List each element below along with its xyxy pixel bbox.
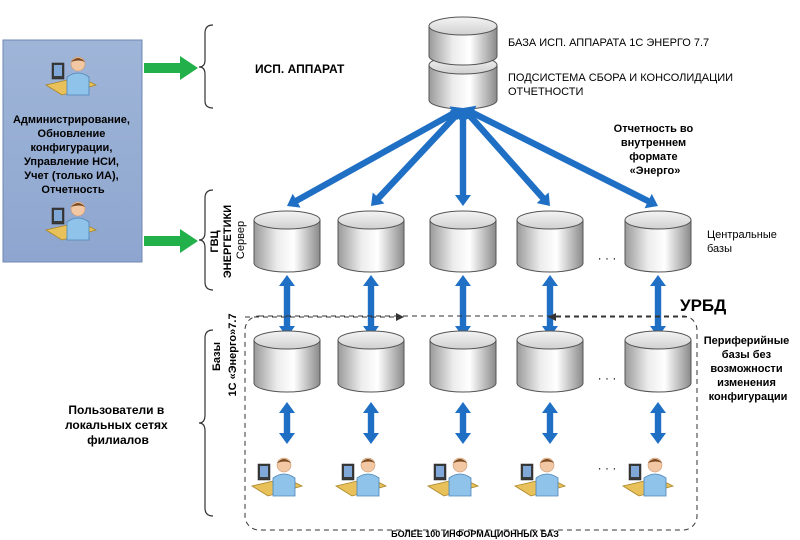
peripheral-label-line-5: конфигурации	[709, 391, 788, 403]
peripheral-bases-label: Периферийные базы без возможности измене…	[704, 335, 793, 403]
subsystem-line-2: ОТЧЕТНОСТИ	[508, 86, 583, 98]
info-bases-dashed-box	[244, 315, 698, 531]
urbd-dashed-arrow-right-icon	[548, 313, 690, 321]
server-to-peripheral-arrows	[279, 275, 666, 337]
central-bases-row	[253, 210, 692, 273]
users-ellipsis: · · ·	[598, 461, 617, 475]
blue-double-arrow-icon	[542, 275, 558, 337]
user-workstation-icon	[334, 457, 388, 497]
peripheral-label-line-3: возможности	[710, 363, 782, 375]
admin-panel-text: Администрирование, Обновление конфигурац…	[13, 114, 133, 196]
user-workstation-icon	[621, 457, 675, 497]
report-format-label: Отчетность во внутреннем формате «Энерго…	[614, 123, 697, 177]
brace-bottom	[198, 329, 214, 517]
urbd-label: УРБД	[680, 296, 726, 315]
blue-double-arrow-icon	[455, 402, 471, 444]
server-database-icon	[337, 210, 405, 273]
peripheral-to-user-arrows	[279, 402, 666, 444]
central-bases-line-2: базы	[707, 243, 732, 255]
blue-double-arrow-icon	[279, 402, 295, 444]
report-line-1: Отчетность во	[614, 123, 694, 135]
brace-top	[198, 24, 214, 109]
blue-double-arrow-icon	[455, 275, 471, 337]
server-vert-line-1: ГВЦ	[209, 230, 221, 252]
admin-user-icon-bottom	[44, 201, 98, 241]
server-vert-line-3: Сервер	[235, 221, 247, 259]
users-label-line-2: локальных сетях	[65, 418, 168, 432]
branch-users-row	[250, 457, 675, 497]
report-line-2: внутреннем	[621, 137, 686, 149]
report-line-3: формате	[629, 151, 677, 163]
footer-label: БОЛЕЕ 100 ИНФОРМАЦИОННЫХ БАЗ	[391, 529, 559, 539]
admin-line-1: Администрирование,	[13, 114, 130, 126]
peripheral-database-icon	[624, 330, 692, 393]
server-level-label: ГВЦ ЭНЕРГЕТИКИ Сервер	[209, 202, 247, 278]
users-level-label: Пользователи в локальных сетях филиалов	[65, 403, 171, 447]
server-ellipsis: · · ·	[598, 251, 617, 265]
blue-double-arrow-icon	[542, 402, 558, 444]
users-label-line-1: Пользователи в	[68, 403, 164, 417]
blue-double-arrow-icon	[455, 108, 471, 206]
admin-line-6: Отчетность	[41, 184, 104, 196]
green-arrow-top-icon	[144, 56, 198, 80]
blue-double-arrow-icon	[650, 275, 666, 337]
server-database-icon	[624, 210, 692, 273]
blue-double-arrow-icon	[463, 105, 658, 209]
users-label-line-3: филиалов	[87, 433, 149, 447]
peripheral-label-line-2: базы без	[722, 349, 772, 361]
urbd-dashed-arrow-left-icon	[245, 313, 404, 321]
central-bases-label: Центральные базы	[707, 229, 780, 255]
peripheral-database-icon	[337, 330, 405, 393]
central-database-icon	[428, 16, 498, 110]
peripheral-vert-line-1: Базы	[211, 342, 223, 371]
peripheral-database-icon	[253, 330, 321, 393]
peripheral-vert-line-2: 1С «Энерго»7.7	[227, 313, 239, 396]
blue-double-arrow-icon	[287, 106, 463, 208]
admin-user-icon-top	[44, 56, 98, 96]
central-db-label: БАЗА ИСП. АППАРАТА 1С ЭНЕРГО 7.7	[508, 37, 709, 49]
user-workstation-icon	[513, 457, 567, 497]
peripheral-label-line-1: Периферийные	[704, 335, 790, 347]
blue-double-arrow-icon	[463, 108, 550, 206]
blue-double-arrow-icon	[371, 108, 463, 206]
blue-double-arrow-icon	[363, 402, 379, 444]
peripheral-level-label: Базы 1С «Энерго»7.7	[211, 313, 239, 396]
peripheral-label-line-4: изменения	[717, 377, 776, 389]
blue-double-arrow-icon	[650, 402, 666, 444]
peripheral-database-icon	[516, 330, 584, 393]
central-to-server-arrows	[287, 105, 658, 209]
admin-line-2: Обновление	[38, 128, 106, 140]
admin-line-5: Учет (только ИА),	[24, 170, 118, 182]
blue-double-arrow-icon	[279, 275, 295, 337]
central-level-label: ИСП. АППАРАТ	[255, 62, 345, 76]
server-database-icon	[516, 210, 584, 273]
server-database-icon	[253, 210, 321, 273]
green-arrow-bottom-icon	[144, 229, 198, 253]
peripheral-database-icon	[429, 330, 497, 393]
user-workstation-icon	[426, 457, 480, 497]
report-line-4: «Энерго»	[630, 165, 681, 177]
subsystem-line-1: ПОДСИСТЕМА СБОРА И КОНСОЛИДАЦИИ	[508, 72, 733, 84]
admin-line-3: конфигурации,	[31, 142, 113, 154]
subsystem-label: ПОДСИСТЕМА СБОРА И КОНСОЛИДАЦИИ ОТЧЕТНОС…	[508, 72, 736, 98]
admin-line-4: Управление НСИ,	[24, 156, 119, 168]
peripheral-ellipsis: · · ·	[598, 371, 617, 385]
brace-server	[198, 189, 214, 291]
server-database-icon	[429, 210, 497, 273]
blue-double-arrow-icon	[363, 275, 379, 337]
peripheral-bases-row	[253, 330, 692, 393]
central-bases-line-1: Центральные	[707, 229, 777, 241]
user-workstation-icon	[250, 457, 304, 497]
server-vert-line-2: ЭНЕРГЕТИКИ	[222, 205, 234, 278]
